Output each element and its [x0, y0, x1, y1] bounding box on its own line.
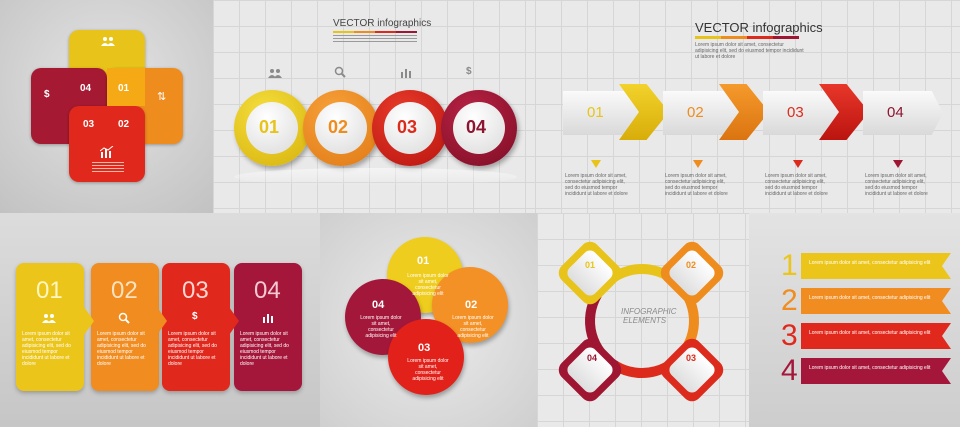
card-04 [234, 263, 302, 391]
circle-reflection [234, 168, 517, 186]
search-icon [118, 312, 130, 324]
card-01 [16, 263, 84, 391]
dollar-icon: $ [466, 66, 472, 77]
transfer-icon: ⇅ [157, 91, 167, 103]
circle-face-04 [453, 102, 505, 154]
cluster-circle-03 [388, 319, 464, 395]
dollar-icon: $ [192, 311, 198, 322]
tile-overlap [107, 68, 145, 106]
search-icon [334, 66, 346, 78]
step-text-03: Lorem ipsum dolor sit amet, consectetur … [765, 173, 828, 197]
tile-label-02: 02 [118, 119, 130, 130]
cluster-text-02: Lorem ipsum dolor sit amet, consectetur … [452, 315, 494, 339]
arrow-label-02: 02 [687, 104, 704, 121]
panel-circles: VECTOR infographics $ 01 02 03 04 [213, 0, 535, 213]
title-bar [333, 31, 417, 33]
cluster-label-02: 02 [465, 299, 478, 311]
card-text-04: Lorem ipsum dolor sit amet, consectetur … [240, 331, 289, 367]
chart-icon [263, 314, 273, 323]
cluster-text-04: Lorem ipsum dolor sit amet, consectetur … [360, 315, 402, 339]
card-label-02: 02 [111, 277, 138, 304]
arrow-label-01: 01 [587, 104, 604, 121]
card-label-01: 01 [36, 277, 63, 304]
marker-02 [693, 160, 703, 168]
panel-infographic-elements: 01 02 04 03 INFOGRAPHIC ELEMENTS [537, 213, 749, 427]
ribbon-digit-1: 1 [781, 249, 798, 282]
ribbon-text-2: Lorem ipsum dolor sit amet, consectetur … [809, 295, 931, 301]
tile-label-04: 04 [80, 83, 92, 94]
circle-face-01 [246, 102, 298, 154]
card-notch-03 [157, 307, 167, 335]
cluster-label-01: 01 [417, 255, 430, 267]
users-icon [101, 37, 115, 46]
panel-circle-cluster: 01 02 03 04 Lorem ipsum dolor sit amet, … [320, 213, 537, 427]
circle-label-02: 02 [328, 117, 349, 137]
panel-title: VECTOR infographics [333, 18, 432, 29]
center-title-2: ELEMENTS [623, 316, 667, 325]
card-02 [91, 263, 159, 391]
card-notch-02 [84, 307, 94, 335]
panel-title: VECTOR infographics [695, 20, 823, 35]
ribbon-text-3: Lorem ipsum dolor sit amet, consectetur … [809, 330, 931, 336]
card-notch-04 [229, 307, 239, 335]
card-03 [162, 263, 230, 391]
ribbon-4 [801, 358, 951, 384]
circle-label-01: 01 [259, 117, 280, 137]
marker-03 [793, 160, 803, 168]
panel-cards: 01 02 03 04 $ Lorem ipsum dolor sit amet… [0, 213, 320, 427]
card-text-03: Lorem ipsum dolor sit amet, consectetur … [168, 331, 217, 367]
marker-01 [591, 160, 601, 168]
chart-icon [401, 69, 411, 78]
card-label-03: 03 [182, 277, 209, 304]
title-sub-lines [333, 35, 417, 42]
node-label-02: 02 [686, 260, 697, 270]
users-icon [268, 69, 282, 78]
arrow-label-04: 04 [887, 104, 904, 121]
ribbon-1 [801, 253, 951, 279]
center-title-1: INFOGRAPHIC [621, 307, 677, 316]
node-label-04: 04 [587, 353, 598, 363]
circle-face-03 [384, 102, 436, 154]
chart-icon [100, 146, 114, 158]
step-text-04: Lorem ipsum dolor sit amet, consectetur … [865, 173, 928, 197]
step-text-01: Lorem ipsum dolor sit amet, consectetur … [565, 173, 628, 197]
ribbon-digit-2: 2 [781, 284, 798, 317]
card-text-01: Lorem ipsum dolor sit amet, consectetur … [22, 331, 71, 367]
ribbon-digit-3: 3 [781, 319, 798, 352]
circle-face-02 [315, 102, 367, 154]
cluster-text-01: Lorem ipsum dolor sit amet, consectetur … [407, 273, 449, 297]
tile-label-01: 01 [118, 83, 130, 94]
circle-label-04: 04 [466, 117, 487, 137]
panel-arrows: VECTOR infographics Lorem ipsum dolor si… [535, 0, 960, 213]
arrow-white-04 [863, 91, 943, 135]
dollar-icon: $ [44, 89, 50, 100]
users-icon [42, 314, 56, 323]
marker-04 [893, 160, 903, 168]
circle-label-03: 03 [397, 117, 418, 137]
panel-tiles-cross: 04 01 03 02 $ ⇅ [0, 0, 213, 213]
cluster-label-04: 04 [372, 299, 385, 311]
ribbon-digit-4: 4 [781, 354, 798, 387]
ribbon-3 [801, 323, 951, 349]
cluster-label-03: 03 [418, 342, 431, 354]
card-text-02: Lorem ipsum dolor sit amet, consectetur … [97, 331, 146, 367]
ribbon-2 [801, 288, 951, 314]
tile-label-03: 03 [83, 119, 95, 130]
panel-ribbons: 1 2 3 4 Lorem ipsum dolor sit amet, cons… [749, 213, 960, 427]
step-text-02: Lorem ipsum dolor sit amet, consectetur … [665, 173, 728, 197]
cluster-text-03: Lorem ipsum dolor sit amet, consectetur … [407, 358, 449, 382]
arrow-label-03: 03 [787, 104, 804, 121]
title-subtitle: Lorem ipsum dolor sit amet, consectetur … [695, 42, 804, 60]
ribbon-text-4: Lorem ipsum dolor sit amet, consectetur … [809, 365, 931, 371]
node-label-01: 01 [585, 260, 596, 270]
card-label-04: 04 [254, 277, 281, 304]
node-label-03: 03 [686, 353, 697, 363]
tile-caption-lines [92, 162, 124, 174]
ribbon-text-1: Lorem ipsum dolor sit amet, consectetur … [809, 260, 931, 266]
title-bar [695, 36, 799, 39]
